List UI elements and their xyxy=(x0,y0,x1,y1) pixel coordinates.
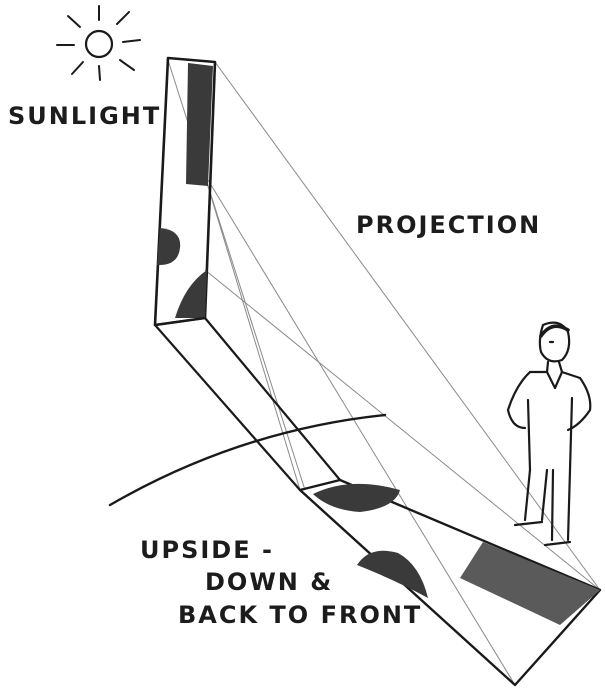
sunlight-label: SUNLIGHT xyxy=(8,102,161,130)
upside-label-line-1: UPSIDE - xyxy=(140,536,274,564)
upside-label-line-2: DOWN & xyxy=(205,568,333,596)
projection-label: PROJECTION xyxy=(356,211,541,239)
window-panel xyxy=(155,58,215,325)
upside-down-label: UPSIDE - DOWN & BACK TO FRONT xyxy=(140,536,422,629)
sun-icon xyxy=(57,6,140,80)
upside-label-line-3: BACK TO FRONT xyxy=(178,601,422,629)
person-figure xyxy=(508,323,590,545)
